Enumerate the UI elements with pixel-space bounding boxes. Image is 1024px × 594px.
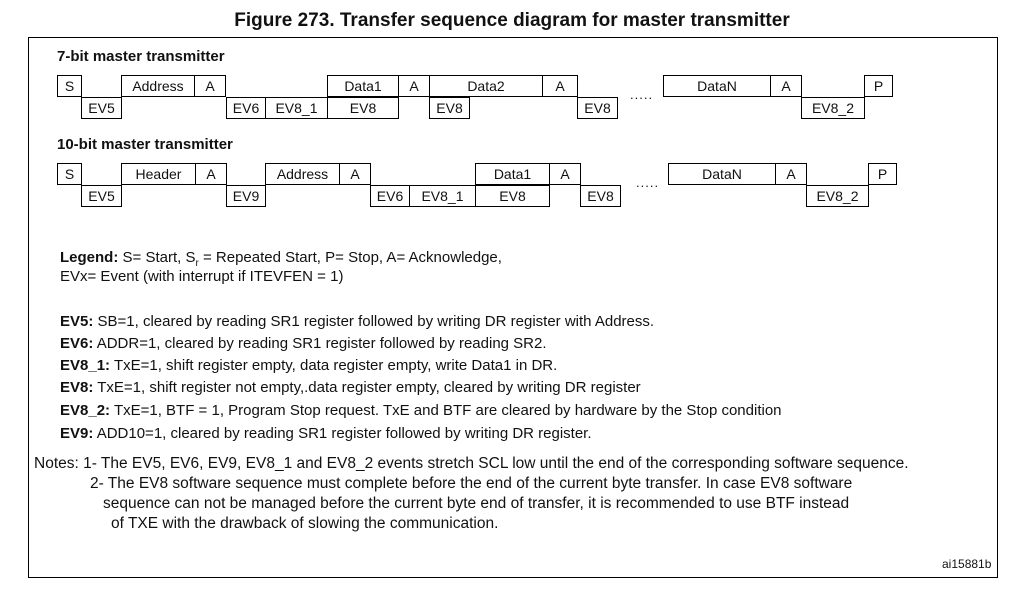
notes-line-3: sequence can not be managed before the c… bbox=[103, 495, 850, 512]
seq7-top-datan: DataN bbox=[663, 75, 771, 97]
event-ev5-name: EV5: bbox=[60, 313, 94, 330]
event-ev8-1: EV8_1: TxE=1, shift register empty, data… bbox=[60, 357, 557, 374]
figure-title: Figure 273. Transfer sequence diagram fo… bbox=[234, 10, 790, 31]
seq7-ellipsis: ..... bbox=[630, 87, 654, 102]
diagram-frame bbox=[28, 37, 998, 578]
legend-start-text: S= Start, S bbox=[122, 249, 196, 266]
ten-bit-title: 10-bit master transmitter bbox=[57, 136, 233, 153]
seq10-top-ack2: A bbox=[339, 163, 371, 185]
seq7-bottom-ev8-c: EV8 bbox=[577, 97, 618, 119]
seq10-bottom-ev8-1: EV8_1 bbox=[409, 185, 476, 207]
seq10-top-address: Address bbox=[265, 163, 340, 185]
seq7-top-ack1: A bbox=[194, 75, 226, 97]
seq7-top-address: Address bbox=[121, 75, 195, 97]
seq10-top-ack3: A bbox=[549, 163, 581, 185]
notes-line-4: of TXE with the drawback of slowing the … bbox=[111, 515, 499, 532]
seq7-top-stop: P bbox=[864, 75, 893, 97]
seq10-top-stop: P bbox=[868, 163, 897, 185]
seq7-top-ack2: A bbox=[398, 75, 430, 97]
legend-line-2: EVx= Event (with interrupt if ITEVFEN = … bbox=[60, 268, 344, 285]
seq7-top-data2: Data2 bbox=[429, 75, 543, 97]
seq10-top-ack4: A bbox=[775, 163, 807, 185]
notes-line-1: Notes: 1- The EV5, EV6, EV9, EV8_1 and E… bbox=[34, 455, 909, 472]
seq7-bottom-ev8-a: EV8 bbox=[327, 97, 399, 119]
event-ev5: EV5: SB=1, cleared by reading SR1 regist… bbox=[60, 313, 654, 330]
seq7-bottom-ev8-b: EV8 bbox=[429, 97, 470, 119]
seq7-top-ack3: A bbox=[542, 75, 578, 97]
event-ev9-text: ADD10=1, cleared by reading SR1 register… bbox=[93, 425, 592, 442]
seq10-bottom-ev8-b: EV8 bbox=[580, 185, 621, 207]
seq10-top-start: S bbox=[57, 163, 82, 185]
seq10-bottom-ev8-a: EV8 bbox=[475, 185, 550, 207]
event-ev8-text: TxE=1, shift register not empty,.data re… bbox=[93, 379, 641, 396]
event-ev6-text: ADDR=1, cleared by reading SR1 register … bbox=[93, 335, 547, 352]
notes-line-2: 2- The EV8 software sequence must comple… bbox=[90, 475, 853, 492]
seq7-bottom-ev6: EV6 bbox=[226, 97, 266, 119]
seq10-top-header: Header bbox=[121, 163, 196, 185]
event-ev9-name: EV9: bbox=[60, 425, 94, 442]
seq7-top-ack4: A bbox=[770, 75, 802, 97]
reference-code: ai15881b bbox=[942, 557, 992, 571]
legend-label: Legend: bbox=[60, 249, 119, 266]
seq7-bottom-ev8-1: EV8_1 bbox=[265, 97, 328, 119]
seq10-top-datan: DataN bbox=[668, 163, 776, 185]
event-ev6: EV6: ADDR=1, cleared by reading SR1 regi… bbox=[60, 335, 547, 352]
legend-subscript: r bbox=[195, 258, 199, 269]
seq7-bottom-ev8-2: EV8_2 bbox=[801, 97, 865, 119]
event-ev9: EV9: ADD10=1, cleared by reading SR1 reg… bbox=[60, 425, 592, 442]
seq10-bottom-ev6: EV6 bbox=[370, 185, 410, 207]
seq7-top-data1: Data1 bbox=[327, 75, 399, 97]
legend-rest-text: = Repeated Start, P= Stop, A= Acknowledg… bbox=[198, 249, 502, 266]
event-ev8-2: EV8_2: TxE=1, BTF = 1, Program Stop requ… bbox=[60, 402, 782, 419]
event-ev5-text: SB=1, cleared by reading SR1 register fo… bbox=[93, 313, 655, 330]
seq10-bottom-ev8-2: EV8_2 bbox=[806, 185, 869, 207]
event-ev8-1-text: TxE=1, shift register empty, data regist… bbox=[110, 357, 558, 374]
seq7-top-start: S bbox=[57, 75, 82, 97]
event-ev8-2-name: EV8_2: bbox=[60, 402, 111, 419]
event-ev8-name: EV8: bbox=[60, 379, 94, 396]
event-ev8: EV8: TxE=1, shift register not empty,.da… bbox=[60, 379, 641, 396]
seq10-top-data1: Data1 bbox=[475, 163, 550, 185]
event-ev8-2-text: TxE=1, BTF = 1, Program Stop request. Tx… bbox=[110, 402, 782, 419]
seq10-top-ack1: A bbox=[195, 163, 227, 185]
seven-bit-title: 7-bit master transmitter bbox=[57, 48, 225, 65]
seq10-bottom-ev9: EV9 bbox=[226, 185, 266, 207]
seq7-bottom-ev5: EV5 bbox=[81, 97, 122, 119]
seq10-ellipsis: ..... bbox=[636, 175, 660, 190]
seq10-bottom-ev5: EV5 bbox=[81, 185, 122, 207]
event-ev8-1-name: EV8_1: bbox=[60, 357, 111, 374]
event-ev6-name: EV6: bbox=[60, 335, 94, 352]
legend-line-1: Legend: S= Start, Sr = Repeated Start, P… bbox=[60, 249, 502, 269]
